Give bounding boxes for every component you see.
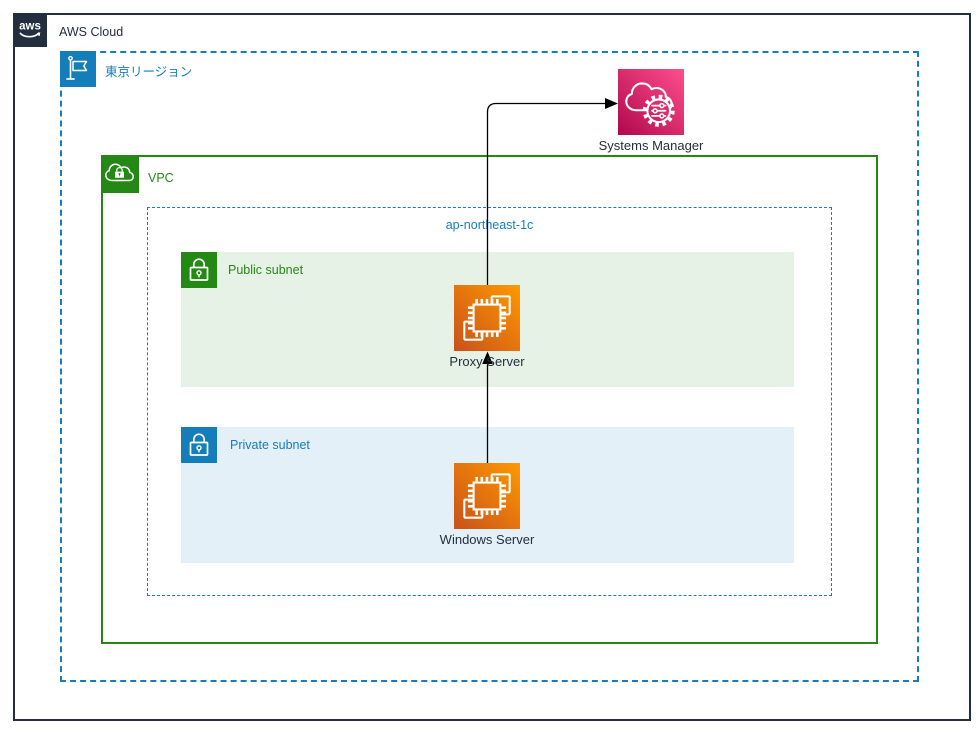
systems-manager-icon: [618, 69, 684, 135]
ec2-instance-icon: [454, 285, 520, 351]
availability-zone-label: ap-northeast-1c: [445, 218, 534, 232]
aws-cloud-logo-icon: aws: [13, 13, 47, 47]
proxy-server-node: Proxy Server: [449, 285, 525, 369]
public-subnet-label: Public subnet: [228, 263, 304, 277]
windows-server-label: Windows Server: [439, 532, 535, 547]
proxy-server-label: Proxy Server: [449, 354, 525, 369]
region-group: 東京リージョン: [60, 51, 919, 682]
region-flag-icon: [60, 51, 96, 87]
public-subnet-lock-icon: [181, 252, 217, 288]
aws-logo-text: aws: [19, 21, 41, 33]
aws-cloud-group: aws AWS Cloud: [13, 13, 971, 721]
ec2-instance-icon: [454, 463, 520, 529]
private-subnet-lock-icon: [181, 427, 217, 463]
systems-manager-node: Systems Manager: [599, 69, 703, 153]
aws-cloud-label: AWS Cloud: [59, 25, 124, 39]
private-subnet-label: Private subnet: [230, 438, 310, 452]
vpc-label: VPC: [148, 171, 174, 185]
windows-server-node: Windows Server: [440, 463, 534, 547]
systems-manager-label: Systems Manager: [598, 138, 704, 153]
vpc-icon: [101, 155, 139, 193]
region-label: 東京リージョン: [105, 65, 193, 79]
